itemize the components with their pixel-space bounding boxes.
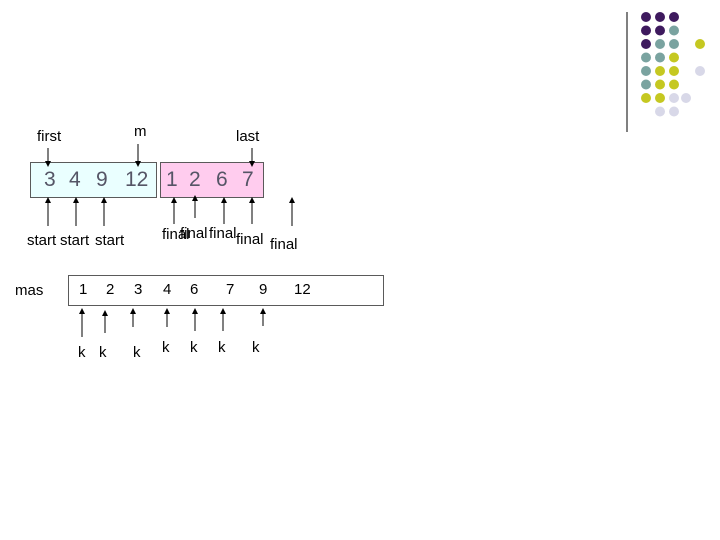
first-label: first [37, 128, 62, 145]
decorative-dot [641, 79, 651, 90]
mas-value: 6 [190, 281, 199, 298]
mas-value: 2 [106, 281, 115, 298]
right-value: 1 [166, 168, 178, 191]
decorative-dot [669, 52, 679, 63]
mas-value: 3 [134, 281, 143, 298]
left-value: 12 [125, 168, 149, 191]
mas-label: mas [15, 282, 44, 299]
decorative-dot [669, 79, 679, 90]
k-label: k [99, 344, 107, 361]
decorative-dot [655, 93, 665, 103]
decorative-dot [695, 39, 705, 49]
k-label: k [78, 344, 86, 361]
right-value: 2 [189, 168, 201, 191]
k-label: k [190, 339, 198, 356]
decorative-dot [641, 12, 651, 22]
decorative-dot [695, 66, 705, 76]
mas-value: 1 [79, 281, 88, 298]
decorative-dot [669, 93, 679, 103]
left-value: 3 [44, 168, 56, 191]
k-label: k [252, 339, 260, 356]
decorative-divider-line [626, 12, 628, 132]
mas-value: 12 [294, 281, 311, 298]
decorative-dot [669, 39, 679, 49]
decorative-dot [641, 39, 651, 49]
mas-value: 9 [259, 281, 268, 298]
final-label: final [209, 225, 237, 242]
mas-value: 4 [163, 281, 172, 298]
mas-array-box: 1 2 3 4 6 7 9 12 [68, 275, 384, 306]
decorative-dot [669, 12, 679, 22]
final-label: final [236, 231, 264, 248]
k-label: k [162, 339, 170, 356]
decorative-dot [641, 25, 651, 36]
decorative-dot [655, 12, 665, 22]
left-value: 4 [69, 168, 81, 191]
decorative-dot [641, 93, 651, 103]
decorative-dot [641, 66, 651, 76]
decorative-dot [655, 66, 665, 76]
left-subarray-box: 3 4 9 12 [30, 162, 157, 198]
decorative-dot [641, 52, 651, 63]
m-label: m [134, 123, 147, 140]
start-label: start [27, 232, 57, 249]
decorative-dot [655, 39, 665, 49]
right-subarray-box: 1 2 6 7 [160, 162, 264, 198]
right-value: 6 [216, 168, 228, 191]
right-value: 7 [242, 168, 254, 191]
k-label: k [133, 344, 141, 361]
left-value: 9 [96, 168, 108, 191]
final-label: final [270, 236, 298, 253]
k-label: k [218, 339, 226, 356]
start-label: start [60, 232, 90, 249]
decorative-dot [655, 52, 665, 63]
final-label: final [180, 225, 208, 242]
decorative-dot [669, 106, 679, 117]
final-label: final [162, 226, 190, 243]
start-label: start [95, 232, 125, 249]
decorative-dot [681, 93, 691, 103]
mas-value: 7 [226, 281, 235, 298]
decorative-dot [655, 79, 665, 90]
decorative-dot [669, 66, 679, 76]
decorative-dot [655, 106, 665, 117]
decorative-dot [655, 25, 665, 36]
last-label: last [236, 128, 260, 145]
decorative-dot [669, 25, 679, 36]
